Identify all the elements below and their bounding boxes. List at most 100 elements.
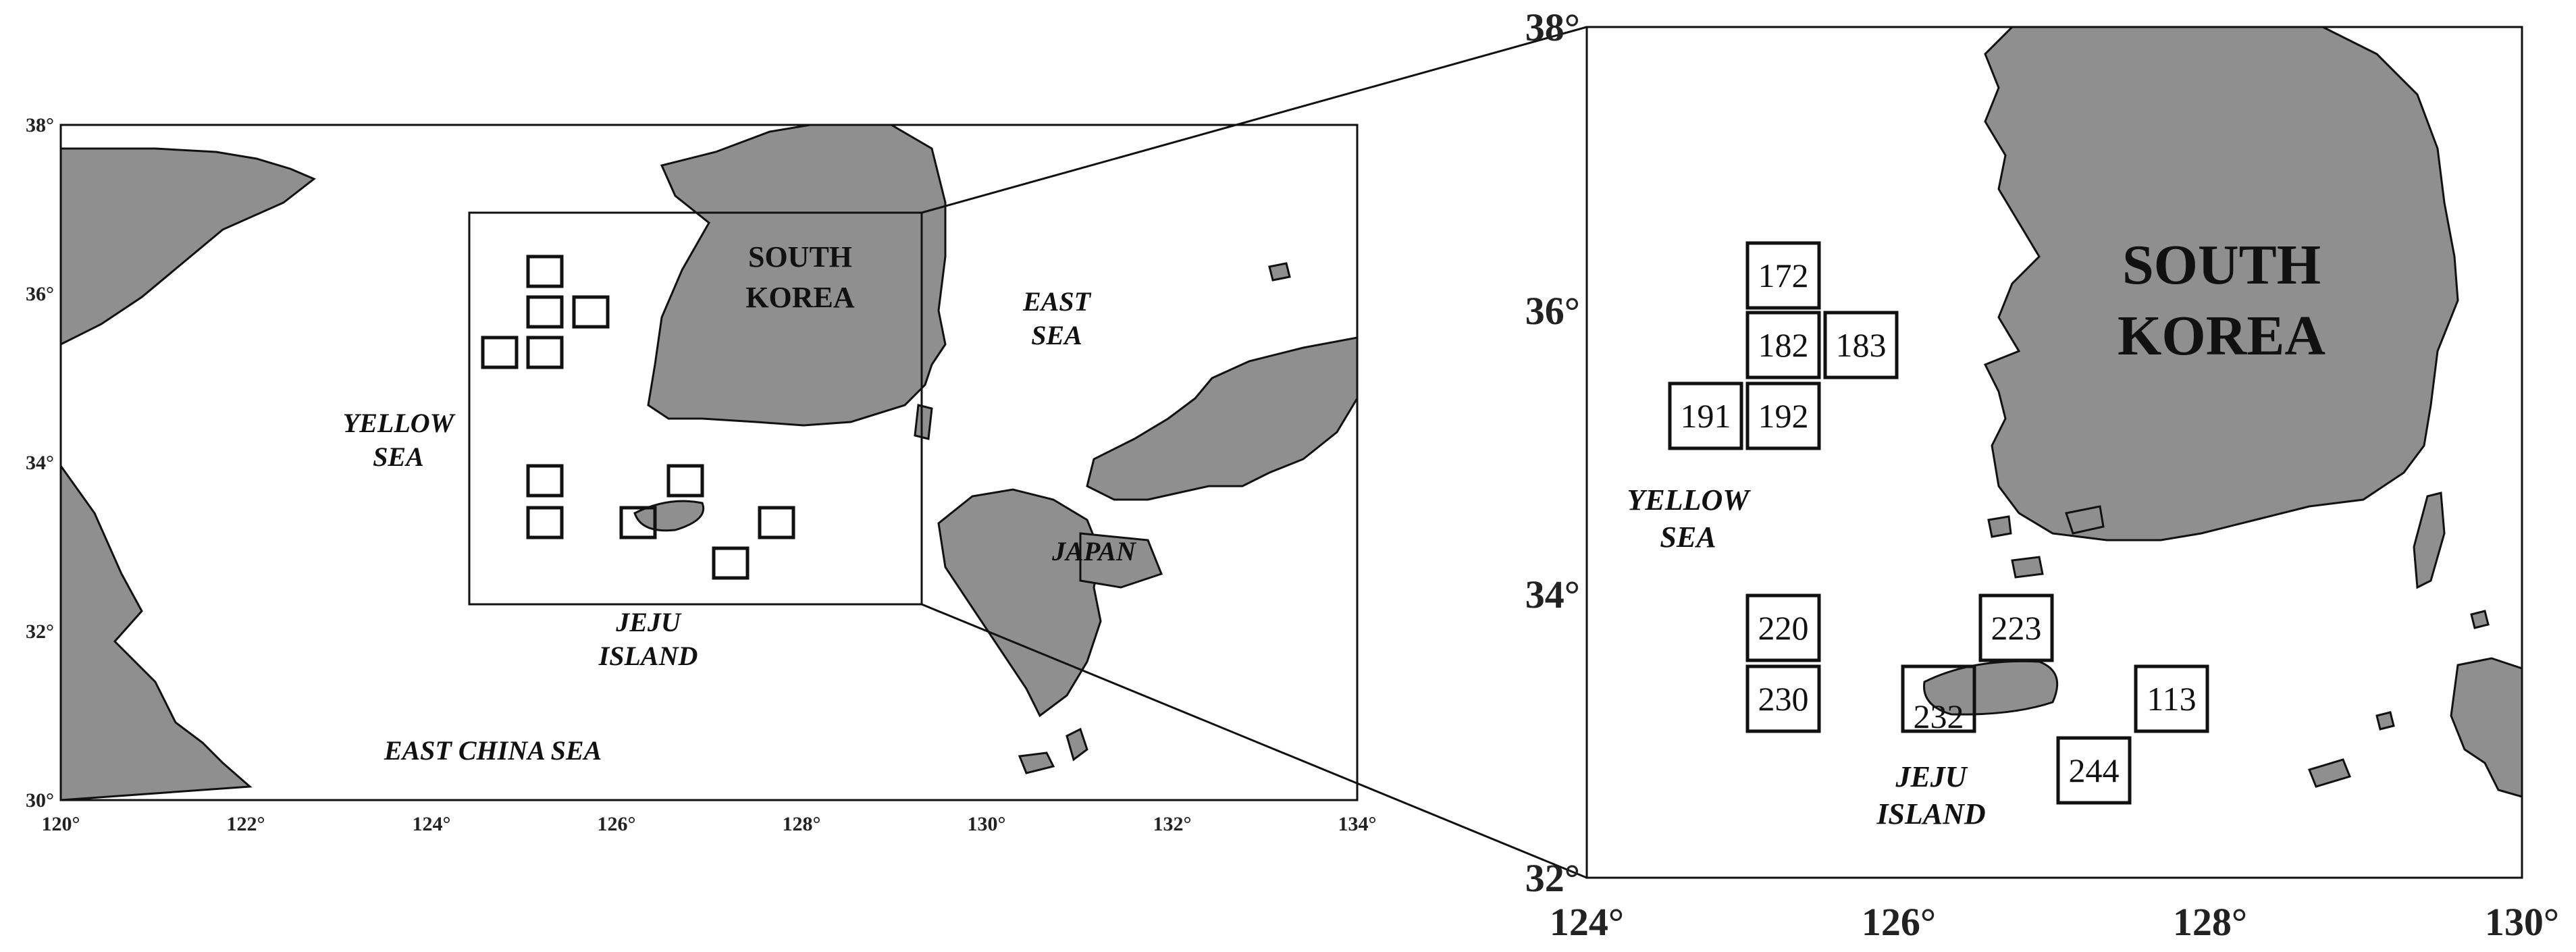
station-box-192 (1745, 381, 1821, 450)
left-y-tick-label: 38° (26, 114, 54, 136)
zoom-line-top (921, 26, 1587, 214)
left-y-tick-label: 36° (26, 283, 54, 305)
station-square-183 (572, 295, 610, 329)
left-jeju-island-label: ISLAND (598, 641, 698, 671)
right-y-tick-label: 36° (1525, 289, 1580, 333)
right-sw-island (2065, 505, 2105, 535)
right-map-frame (1585, 26, 2523, 879)
station-label-182: 182 (1758, 326, 1809, 364)
left-x-tick-label: 122° (227, 813, 265, 835)
left-x-tick-label: 130° (968, 813, 1006, 835)
tsushima-left-landmass (914, 404, 933, 440)
left-x-tick-label: 126° (598, 813, 636, 835)
left-x-tick-label: 120° (42, 813, 80, 835)
right-y-tick-label: 34° (1525, 573, 1580, 616)
korea-left-landmass (647, 124, 947, 427)
left-x-tick-label: 132° (1153, 813, 1192, 835)
station-square-230 (526, 506, 564, 539)
station-square-182 (526, 295, 564, 329)
station-square-113 (758, 506, 795, 539)
left-map: SOUTH KOREA EAST SEA YELLOW SEA JAPAN JE… (26, 26, 1587, 879)
station-box-223 (1978, 593, 2054, 662)
station-box-230 (1745, 664, 1821, 733)
station-label-244: 244 (2069, 751, 2120, 789)
station-square-191 (481, 336, 519, 369)
right-sw-island (2011, 556, 2044, 579)
station-label-232: 232 (1914, 697, 1964, 735)
left-x-tick-label: 134° (1338, 813, 1377, 835)
station-square-172 (526, 255, 564, 288)
station-label-191: 191 (1681, 397, 1731, 435)
right-small-island (2307, 758, 2352, 788)
right-yellow-sea-label: SEA (1660, 521, 1716, 554)
right-jeju-island-label: JEJU (1895, 760, 1968, 793)
right-x-tick-labels: 124° 126° 128° 130° (1550, 900, 2559, 944)
right-small-island (2470, 610, 2490, 629)
left-y-tick-label: 34° (26, 452, 54, 474)
jeju-left-landmass (633, 500, 704, 532)
station-box-182 (1745, 311, 1821, 379)
right-x-tick-label: 124° (1550, 900, 1624, 944)
station-box-183 (1823, 311, 1899, 379)
station-label-172: 172 (1758, 257, 1809, 294)
right-south-korea-label: SOUTH (2122, 234, 2321, 296)
station-label-220: 220 (1758, 609, 1809, 647)
station-square-220 (526, 464, 564, 498)
left-x-tick-labels: 120° 122° 124° 126° 128° 130° 132° 134° (42, 813, 1377, 835)
left-small-island (1268, 262, 1291, 282)
left-south-korea-label: SOUTH (748, 240, 852, 273)
left-yellow-sea-label: YELLOW (343, 408, 456, 438)
right-jeju-island-label: ISLAND (1876, 797, 1985, 830)
right-station-squares: 172 182 183 191 192 220 223 230 232 113 … (1668, 241, 2209, 805)
left-map-frame (59, 124, 1359, 801)
japan-kyushu-left-landmass (937, 488, 1102, 718)
station-square-223 (666, 464, 704, 498)
inset-extent-box (468, 211, 923, 606)
right-south-korea-label: KOREA (2118, 305, 2325, 367)
left-south-korea-label: KOREA (745, 281, 855, 314)
station-label-223: 223 (1991, 609, 2042, 647)
left-x-tick-label: 124° (413, 813, 451, 835)
right-sw-island (1987, 515, 2012, 538)
right-map: 172 182 183 191 192 220 223 230 232 113 … (1525, 5, 2559, 944)
left-y-tick-label: 30° (26, 789, 54, 812)
jeju-right-landmass (1923, 660, 2059, 716)
station-square-232 (619, 506, 657, 539)
right-y-tick-label: 32° (1525, 856, 1580, 900)
japan-right-landmass (2450, 657, 2523, 798)
station-label-183: 183 (1836, 326, 1887, 364)
station-label-192: 192 (1758, 397, 1809, 435)
right-x-tick-label: 126° (1862, 900, 1936, 944)
station-box-113 (2134, 664, 2209, 733)
station-box-232 (1901, 664, 1976, 733)
left-y-tick-label: 32° (26, 620, 54, 643)
station-square-244 (712, 546, 750, 580)
korea-right-landmass (1983, 26, 2459, 541)
left-east-china-sea-label: EAST CHINA SEA (384, 735, 602, 766)
right-x-tick-label: 130° (2485, 900, 2559, 944)
zoom-line-bottom (921, 603, 1587, 879)
right-x-tick-label: 128° (2173, 900, 2247, 944)
right-y-tick-label: 38° (1525, 5, 1580, 49)
left-east-sea-label: EAST (1022, 286, 1092, 317)
left-east-sea-label: SEA (1031, 320, 1082, 350)
left-x-tick-label: 128° (783, 813, 821, 835)
right-y-tick-labels: 38° 36° 34° 32° (1525, 5, 1580, 900)
left-y-tick-labels: 38° 36° 34° 32° 30° (26, 114, 54, 812)
station-box-191 (1668, 381, 1743, 450)
yakushima-left-landmass (1018, 751, 1055, 774)
station-box-172 (1745, 241, 1821, 310)
left-station-squares (481, 255, 795, 580)
japan-honshu-left-landmass (1086, 336, 1359, 501)
left-japan-label: JAPAN (1051, 536, 1137, 566)
station-square-192 (526, 336, 564, 369)
right-small-island (2375, 711, 2395, 731)
station-box-220 (1745, 593, 1821, 662)
station-box-244 (2056, 736, 2132, 805)
tsushima-right-landmass (2413, 492, 2446, 589)
japan-shikoku-left-landmass (1079, 532, 1163, 589)
china-south-landmass (59, 462, 253, 801)
left-jeju-island-label: JEJU (615, 607, 682, 637)
station-label-113: 113 (2147, 680, 2196, 718)
right-yellow-sea-label: YELLOW (1627, 483, 1752, 517)
